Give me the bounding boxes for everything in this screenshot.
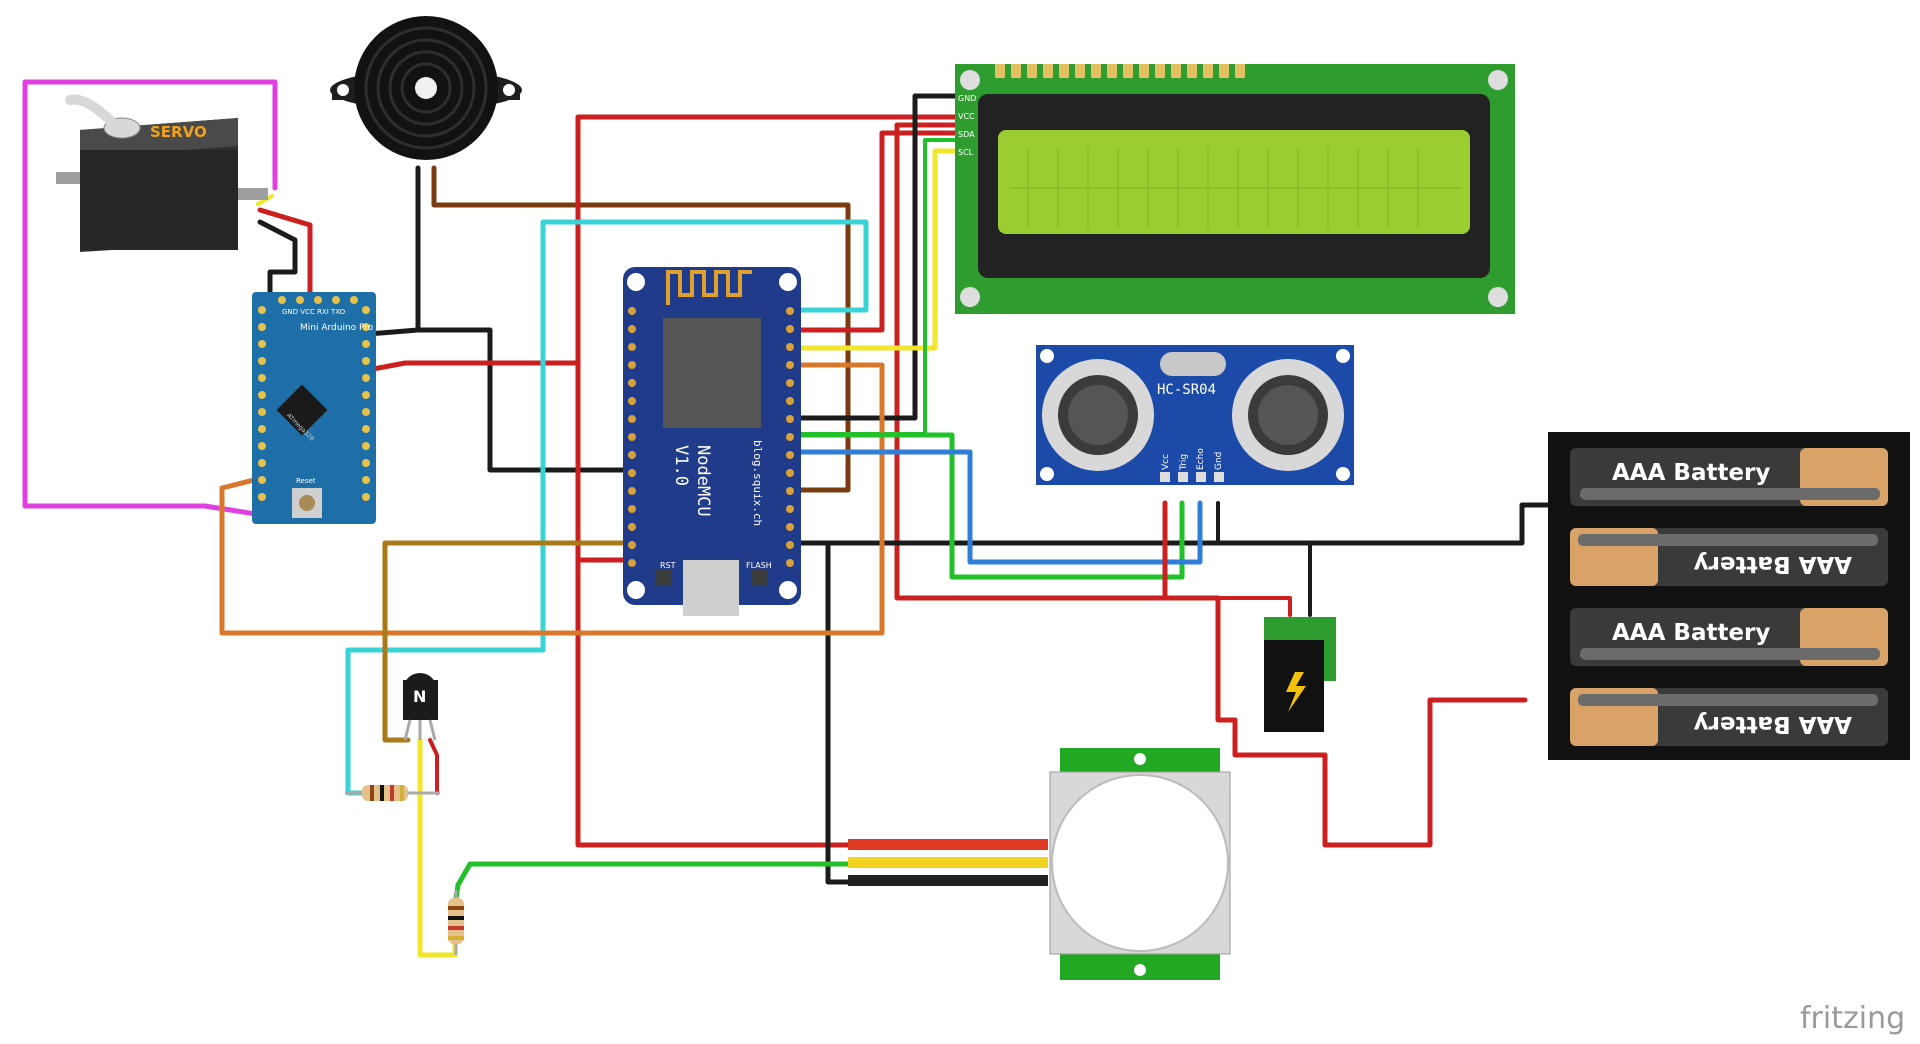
wire-red-rail — [575, 114, 958, 848]
pir-cable-black — [848, 875, 1048, 886]
nodemcu-flash: FLASH — [746, 561, 772, 570]
nodemcu: RST FLASH NodeMCU V1.0 blog.squix.ch — [623, 267, 801, 616]
lcd-pin-vcc: VCC — [958, 112, 975, 121]
wire-red-jack — [1162, 595, 1528, 848]
arduino-label: Mini Arduino Pro — [300, 323, 374, 333]
nodemcu-name: NodeMCU — [693, 445, 713, 517]
wire-olive — [382, 540, 635, 743]
hc-sr04: HC-SR04 Vcc Trig Echo Gnd — [1036, 345, 1354, 485]
wire-black-pir — [825, 540, 851, 885]
dc-jack — [1264, 617, 1336, 732]
wire-magenta — [22, 79, 278, 518]
wire-green-lcd — [788, 138, 957, 436]
wire-red-jack2 — [1216, 596, 1292, 617]
buzzer — [330, 16, 522, 160]
wire-servo-red — [257, 207, 313, 301]
fritzing-logo: fritzing — [1800, 1001, 1905, 1036]
battery-pack: AAA Battery AAA Battery AAA Battery AAA … — [1548, 432, 1910, 760]
hc-sr04-model: HC-SR04 — [1157, 382, 1216, 398]
lcd-pin-scl: SCL — [958, 148, 974, 157]
resistor-vertical — [448, 890, 464, 955]
nodemcu-rst: RST — [660, 561, 676, 570]
wire-blue-us — [787, 449, 1203, 565]
pir-cable-red — [848, 839, 1048, 850]
arduino-pro-mini: GND VCC RXI TXO Mini Arduino Pro ATmega3… — [252, 292, 376, 524]
battery-cell-2: AAA Battery — [1570, 528, 1888, 586]
resistor-horizontal — [345, 785, 440, 801]
pir-sensor — [1049, 748, 1231, 980]
wire-red-lcd — [787, 130, 958, 333]
wire-green-us — [787, 432, 1185, 580]
servo-label: SERVO — [150, 123, 207, 141]
wire-arduino-black — [415, 327, 635, 473]
battery-cell-3: AAA Battery — [1570, 608, 1888, 666]
hc-sr04-pin-echo: Echo — [1196, 448, 1206, 470]
wire-black-lcd — [787, 93, 958, 421]
transistor-label: N — [413, 687, 426, 706]
wire-yellow-lcd — [787, 148, 958, 351]
wire-arduino-red — [365, 360, 581, 373]
wire-cyan — [345, 219, 869, 796]
battery-cell-3-label: AAA Battery — [1612, 620, 1770, 646]
lcd-pin-sda: SDA — [958, 130, 975, 139]
battery-cell-2-label: AAA Battery — [1694, 551, 1852, 577]
hc-sr04-pin-vcc: Vcc — [1161, 454, 1171, 470]
arduino-pin-labels: GND VCC RXI TXO — [282, 308, 346, 316]
servo: SERVO — [56, 94, 268, 252]
wires — [22, 79, 1551, 958]
nodemcu-url: blog.squix.ch — [751, 440, 764, 526]
battery-cell-1-label: AAA Battery — [1612, 460, 1770, 486]
arduino-reset: Reset — [296, 477, 316, 485]
wire-red-tr — [428, 738, 439, 795]
lcd-pin-gnd: GND — [958, 94, 976, 103]
hc-sr04-pin-gnd: Gnd — [1214, 452, 1224, 470]
wire-servo-black — [257, 219, 298, 301]
pir-cable-yellow — [848, 857, 1048, 868]
battery-cell-4-label: AAA Battery — [1694, 711, 1852, 737]
battery-cell-4: AAA Battery — [1570, 688, 1888, 746]
nodemcu-version: V1.0 — [671, 445, 691, 486]
lcd-display: GND VCC SDA SCL — [955, 64, 1515, 314]
wire-green-pir — [452, 861, 851, 908]
npn-transistor: N — [403, 673, 438, 741]
hc-sr04-pin-trig: Trig — [1179, 454, 1189, 471]
wire-buzzer-brown — [431, 165, 851, 493]
battery-cell-1: AAA Battery — [1570, 448, 1888, 506]
wire-black-gnd — [787, 502, 1551, 546]
wire-orange — [219, 362, 885, 636]
